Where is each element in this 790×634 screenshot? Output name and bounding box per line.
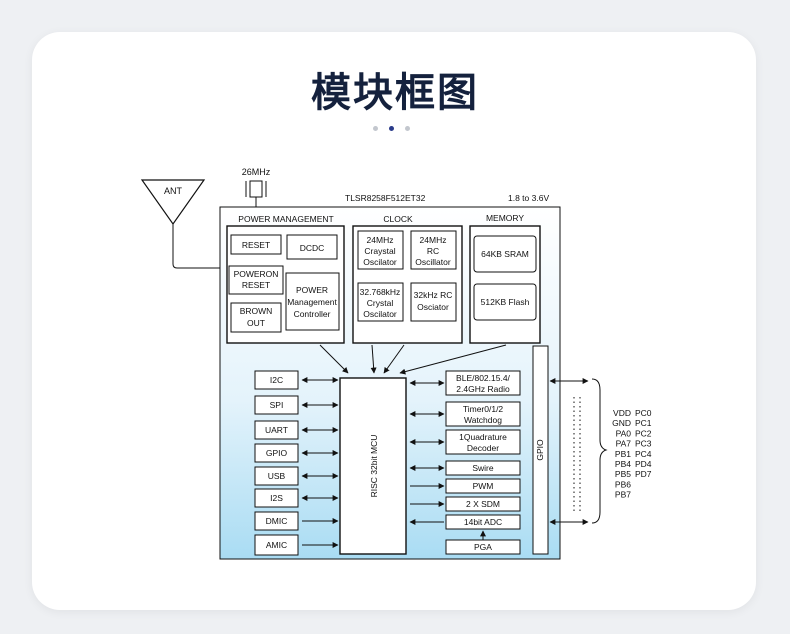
svg-text:2 X SDM: 2 X SDM [466, 499, 500, 509]
memory-block: MEMORY 64KB SRAM 512KB Flash [469, 213, 541, 344]
svg-text:POWER: POWER [296, 285, 328, 295]
svg-text:2.4GHz Radio: 2.4GHz Radio [456, 384, 510, 394]
svg-text:14bit ADC: 14bit ADC [464, 517, 502, 527]
interface-label: I2S [270, 493, 283, 503]
svg-text:32kHz RC: 32kHz RC [414, 290, 453, 300]
pin-label: PD4 [635, 459, 652, 469]
bus-arrows [319, 344, 507, 375]
svg-text:Controller: Controller [294, 309, 331, 319]
interface-box [254, 420, 299, 440]
svg-text:Timer0/1/2: Timer0/1/2 [463, 404, 504, 414]
flash-label: 512KB Flash [481, 297, 530, 307]
interface-label: AMIC [266, 540, 287, 550]
svg-text:Decoder: Decoder [467, 443, 499, 453]
pin-label: PB5 [615, 469, 631, 479]
svg-text:Management: Management [287, 297, 337, 307]
interface-label: UART [265, 425, 288, 435]
chip-name: TLSR8258F512ET32 [345, 193, 426, 203]
interface-box [254, 443, 299, 463]
svg-text:Oscilator: Oscilator [363, 309, 397, 319]
carousel-dot-active[interactable] [389, 126, 394, 131]
svg-text:BLE/802.15.4/: BLE/802.15.4/ [456, 373, 511, 383]
pin-label: PB4 [615, 459, 631, 469]
pin-label: PC2 [635, 428, 652, 438]
interface-box [254, 488, 299, 508]
pin-label: PB6 [615, 479, 631, 489]
svg-text:PGA: PGA [474, 542, 492, 552]
gpio-bus: GPIO [532, 345, 549, 555]
clock-block: CLOCK 24MHz Craystal Oscilator 24MHz RC … [352, 214, 463, 344]
pin-label: PD7 [635, 469, 652, 479]
svg-text:CLOCK: CLOCK [383, 214, 413, 224]
antenna-label: ANT [164, 186, 183, 196]
pin-label: PC0 [635, 408, 652, 418]
svg-text:MEMORY: MEMORY [486, 213, 524, 223]
mcu-block: RISC 32bit MCU [339, 377, 407, 555]
voltage-label: 1.8 to 3.6V [508, 193, 549, 203]
svg-text:PWM: PWM [473, 481, 494, 491]
interface-label: GPIO [266, 448, 288, 458]
svg-text:Swire: Swire [472, 463, 494, 473]
interface-box [254, 466, 299, 486]
right-peripherals: BLE/802.15.4/ 2.4GHz Radio Timer0/1/2 Wa… [409, 370, 521, 555]
interface-label: USB [268, 471, 286, 481]
carousel-dot[interactable] [405, 126, 410, 131]
sram-label: 64KB SRAM [481, 249, 529, 259]
mcu-label: RISC 32bit MCU [369, 435, 379, 498]
svg-text:RC: RC [427, 246, 439, 256]
pin-label: GND [612, 418, 631, 428]
crystal: 26MHz [242, 167, 271, 208]
page-title: 模块框图 [311, 70, 479, 116]
svg-text:Crystal: Crystal [367, 298, 394, 308]
reset-label: RESET [242, 240, 270, 250]
svg-text:Craystal: Craystal [364, 246, 395, 256]
interface-box [254, 534, 299, 556]
svg-text:Oscillator: Oscillator [415, 257, 451, 267]
power-management-block: POWER MANAGEMENT RESET DCDC POWERON RESE… [226, 214, 345, 344]
svg-text:Oscilator: Oscilator [363, 257, 397, 267]
pin-label: PA7 [616, 439, 632, 449]
pin-label: VDD [613, 408, 631, 418]
pin-label: PB1 [615, 449, 631, 459]
antenna: ANT [140, 179, 220, 269]
svg-text:1Quadrature: 1Quadrature [459, 432, 507, 442]
svg-text:Watchdog: Watchdog [464, 415, 502, 425]
pin-label: PC4 [635, 449, 652, 459]
dcdc-label: DCDC [300, 243, 325, 253]
gpio-bus-label: GPIO [535, 439, 545, 461]
pin-label: PC3 [635, 439, 652, 449]
pin-label: PB7 [615, 490, 631, 500]
interface-label: SPI [270, 400, 284, 410]
carousel-dot[interactable] [373, 126, 378, 131]
svg-text:OUT: OUT [247, 318, 265, 328]
pin-label: PA0 [616, 428, 632, 438]
left-interfaces: I2C SPI UART GPIO USB I2S DMIC AMIC [254, 370, 339, 556]
carousel-dots[interactable] [370, 126, 420, 132]
interface-box [254, 511, 299, 531]
interface-label: I2C [270, 375, 283, 385]
svg-text:24MHz: 24MHz [367, 235, 394, 245]
svg-text:POWER MANAGEMENT: POWER MANAGEMENT [238, 214, 333, 224]
interface-label: DMIC [266, 516, 288, 526]
interface-box [254, 395, 299, 415]
pin-label: PC1 [635, 418, 652, 428]
svg-text:Osciator: Osciator [417, 302, 449, 312]
interface-box [254, 370, 299, 390]
svg-text:24MHz: 24MHz [420, 235, 447, 245]
svg-text:POWERON: POWERON [234, 269, 279, 279]
svg-text:BROWN: BROWN [240, 306, 273, 316]
external-pins [549, 378, 608, 525]
svg-text:RESET: RESET [242, 280, 270, 290]
svg-text:32.768kHz: 32.768kHz [360, 287, 401, 297]
crystal-freq-label: 26MHz [242, 167, 271, 177]
